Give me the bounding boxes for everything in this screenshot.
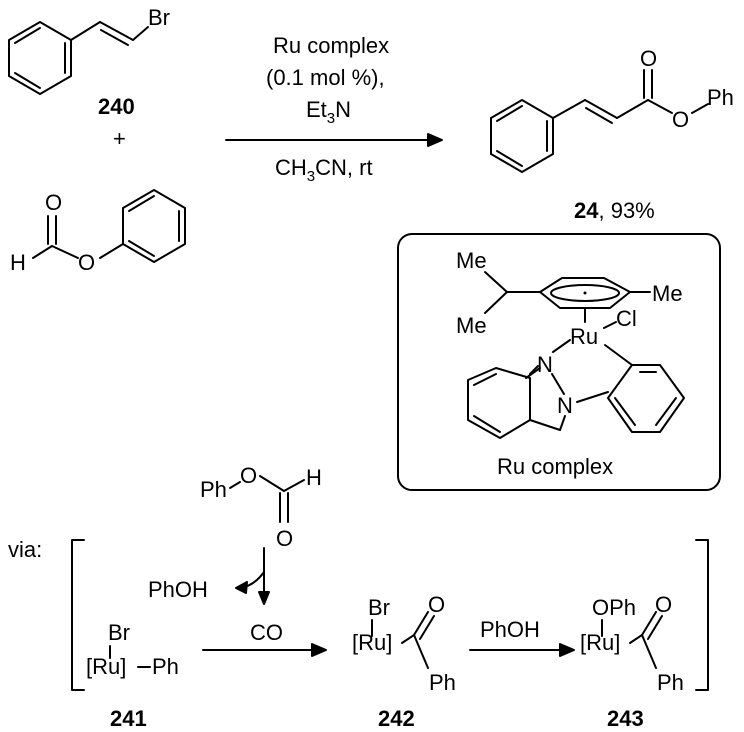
product-carbonyl-O: O: [640, 46, 657, 71]
compound-240-structure: Br: [8, 5, 170, 95]
i242-Ru: [Ru]: [352, 630, 392, 655]
i243-O: O: [655, 592, 672, 617]
plus-sign: +: [113, 126, 126, 151]
compound-id-24: 24, 93%: [574, 198, 655, 223]
cymene-me-right: Me: [652, 281, 683, 306]
mech-formate-structure: Ph O H O: [200, 463, 322, 551]
i241-Ru: [Ru]: [86, 654, 126, 679]
indazole-N1: N: [537, 352, 553, 377]
ortho-metallated-phenyl: [607, 364, 685, 433]
formate-carbonyl-O: O: [45, 190, 62, 215]
mech-formate-Ph: Ph: [200, 477, 227, 502]
compound-id-241: 241: [110, 706, 147, 731]
formate-H: H: [10, 250, 26, 275]
left-bracket: [71, 539, 85, 691]
i242-O: O: [428, 592, 445, 617]
phenyl-formate-structure: O H O: [10, 189, 186, 275]
mech-formate-O: O: [240, 463, 257, 488]
arene-pi-ellipse: [550, 284, 620, 302]
benzene-ring: [122, 189, 186, 263]
via-label: via:: [8, 537, 42, 562]
condition-loading: (0.1 mol %),: [266, 65, 385, 90]
catalyst-box: [397, 233, 721, 491]
condition-base: Et3N: [306, 97, 351, 127]
condition-catalyst: Ru complex: [273, 33, 389, 58]
i242-Br: Br: [368, 595, 390, 620]
isopropyl-me-bottom: Me: [456, 313, 487, 338]
catalyst-caption: Ru complex: [497, 454, 613, 479]
bromine-label: Br: [148, 5, 170, 30]
phoh-arrowhead: [559, 643, 575, 657]
i242-Ph: Ph: [429, 670, 456, 695]
ru-complex-structure: Me Me Me Ru Cl N N Ru complex: [456, 248, 685, 479]
reaction-arrowhead: [427, 133, 443, 147]
compound-id-242: 242: [378, 706, 415, 731]
compound-id-243: 243: [607, 706, 644, 731]
i243-Ph: Ph: [657, 670, 684, 695]
i241-Ph: Ph: [152, 654, 179, 679]
i243-Ru: [Ru]: [580, 630, 620, 655]
indazole-benzo-ring: [467, 367, 531, 439]
i243-OPh: OPh: [592, 595, 636, 620]
i241-Br: Br: [108, 620, 130, 645]
indazole-N2: N: [557, 393, 573, 418]
ruthenium-label: Ru: [570, 324, 598, 349]
right-bracket: [695, 539, 709, 691]
mech-formate-carbonyl-O: O: [276, 526, 293, 551]
compound-24-structure: O O Ph: [490, 46, 734, 173]
chloride-label: Cl: [616, 306, 637, 331]
product-Ph: Ph: [707, 85, 734, 110]
co-label: CO: [250, 620, 283, 645]
isopropyl-me-top: Me: [456, 248, 487, 273]
benzene-ring: [8, 21, 72, 95]
benzene-ring: [490, 99, 554, 173]
phoh-in-label: PhOH: [480, 617, 540, 642]
condition-solvent: CH3CN, rt: [275, 155, 373, 185]
mech-formate-H: H: [306, 465, 322, 490]
product-ester-O: O: [672, 107, 689, 132]
phoh-release-label: PhOH: [148, 577, 208, 602]
compound-id-240: 240: [98, 94, 135, 119]
co-arrowhead: [311, 643, 327, 657]
formate-ester-O: O: [78, 250, 95, 275]
